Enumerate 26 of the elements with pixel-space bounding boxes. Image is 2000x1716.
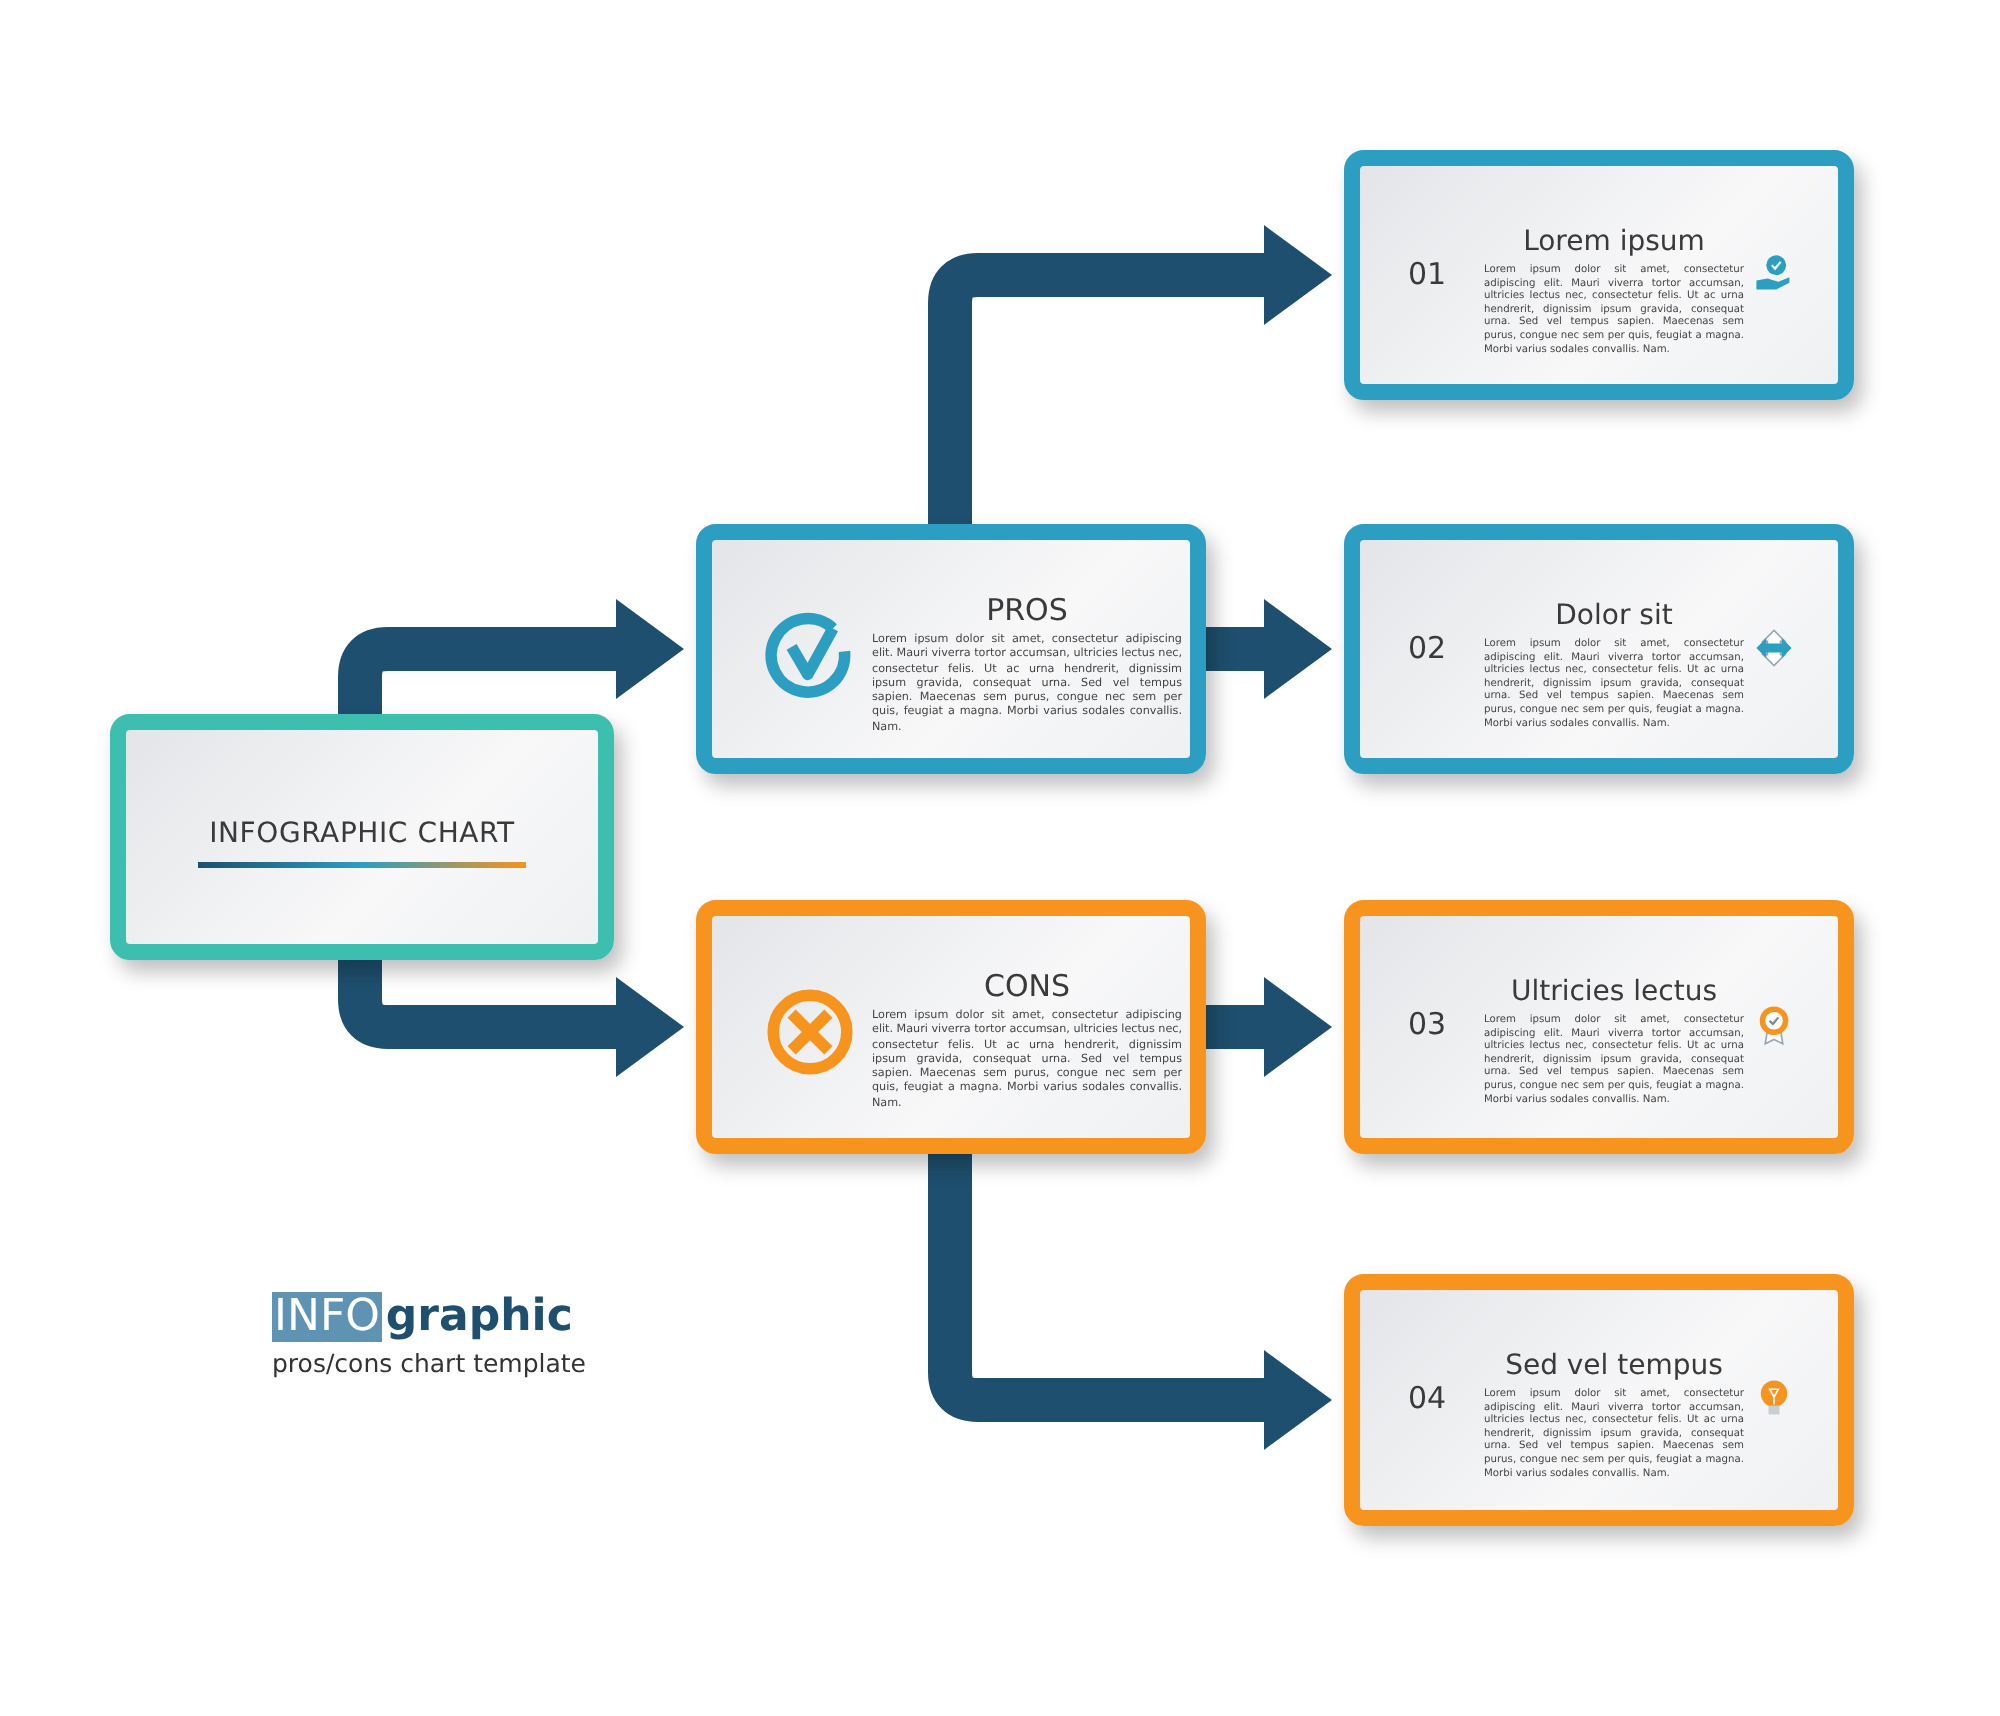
- arrow: [338, 599, 684, 714]
- chart-title: INFOGRAPHIC CHART: [207, 818, 517, 850]
- info-card: [696, 900, 1206, 1154]
- card-title: Sed vel tempus: [1503, 1350, 1725, 1382]
- card-title: Dolor sit: [1553, 600, 1675, 632]
- info-card: [696, 524, 1206, 774]
- info-card: [1344, 1274, 1854, 1526]
- step-number: 01: [1408, 256, 1447, 292]
- card-title: Lorem ipsum: [1521, 226, 1707, 258]
- subtitle: pros/cons chart template: [272, 1348, 586, 1378]
- info-card: [110, 714, 614, 960]
- arrow: [1206, 977, 1332, 1077]
- step-number: 03: [1408, 1006, 1447, 1042]
- info-card: [1344, 150, 1854, 400]
- step-number: 02: [1408, 630, 1447, 666]
- card-title: Ultricies lectus: [1508, 976, 1720, 1008]
- brand-heading: INFOgraphic: [272, 1292, 573, 1342]
- arrow: [928, 1154, 1332, 1450]
- step-number: 04: [1408, 1380, 1447, 1416]
- arrow: [928, 225, 1332, 524]
- card-title: CONS: [981, 968, 1073, 1004]
- arrow: [1206, 599, 1332, 699]
- info-card: [1344, 524, 1854, 774]
- arrow: [338, 960, 684, 1077]
- info-card: [1344, 900, 1854, 1154]
- card-title: PROS: [984, 592, 1070, 628]
